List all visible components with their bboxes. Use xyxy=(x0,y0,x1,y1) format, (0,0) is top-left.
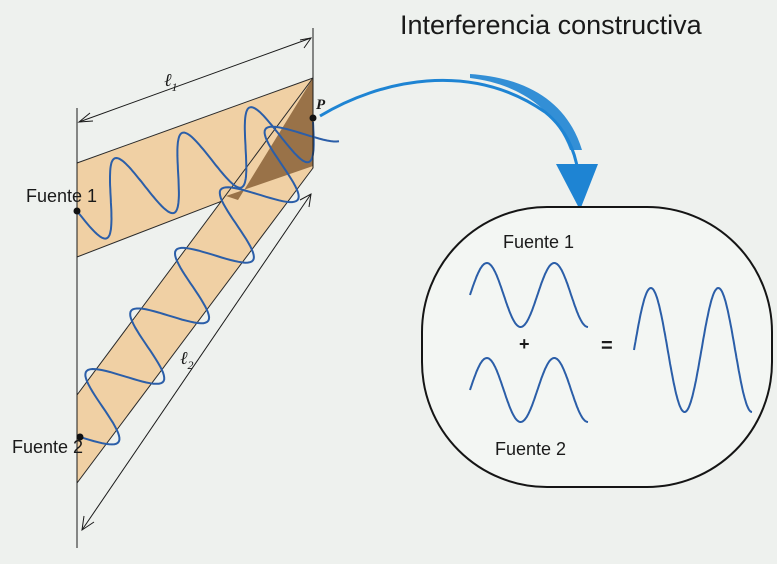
band-overlap xyxy=(226,78,313,200)
arrowhead-icon xyxy=(556,164,598,210)
inset-wave-group xyxy=(469,261,753,423)
source-1-label: Fuente 1 xyxy=(26,186,97,206)
point-p-label: P xyxy=(316,97,326,113)
l2-label: ℓ2 xyxy=(180,348,194,372)
inset-source-2-label: Fuente 2 xyxy=(495,439,566,459)
inset-source-1-label: Fuente 1 xyxy=(503,232,574,252)
inset-wave-sum xyxy=(633,286,753,413)
inset-equals-sign: = xyxy=(601,335,613,357)
source-2-label: Fuente 2 xyxy=(12,437,83,457)
diagram-title: Interferencia constructiva xyxy=(400,10,703,40)
l2-dimension xyxy=(81,193,312,532)
inset-panel xyxy=(421,206,773,488)
wave-source-1 xyxy=(76,106,315,240)
l1-dimension xyxy=(77,37,313,123)
point-p-dot xyxy=(309,114,317,122)
source-1-dot xyxy=(73,207,81,215)
inset-wave-source-2 xyxy=(469,356,589,423)
inset-wave-source-1 xyxy=(469,261,589,328)
source-2-dot xyxy=(76,433,84,441)
wave-source-2 xyxy=(79,125,340,446)
arrow-body-thick xyxy=(470,74,582,150)
l1-label: ℓ1 xyxy=(164,70,178,94)
wave-group xyxy=(76,106,340,446)
inset-plus-sign: + xyxy=(519,334,530,354)
